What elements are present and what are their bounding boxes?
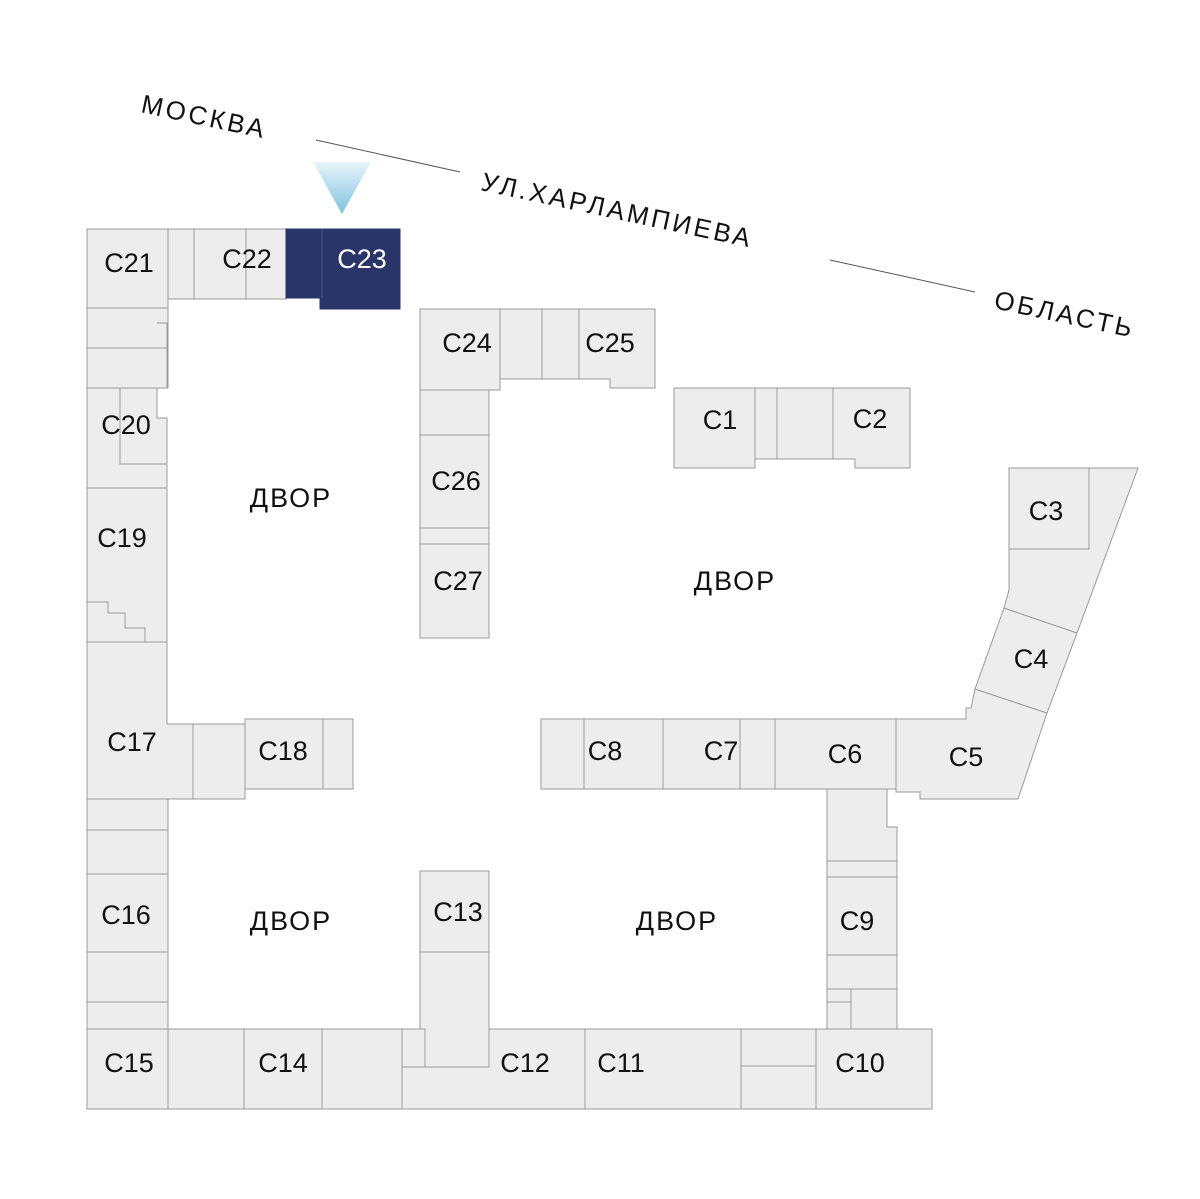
section-c16[interactable]: С16 bbox=[86, 798, 169, 1030]
section-c4[interactable]: С4 bbox=[974, 607, 1078, 714]
section-c25[interactable]: С25 bbox=[541, 308, 656, 389]
section-c18[interactable]: С18 bbox=[244, 718, 354, 790]
section-label-c21: С21 bbox=[104, 248, 154, 278]
section-c26[interactable]: С26 bbox=[419, 389, 490, 529]
section-label-c17: С17 bbox=[107, 727, 157, 757]
yard-label-top-left: ДВОР bbox=[250, 483, 332, 513]
street-label-kharlampieva: УЛ.ХАРЛАМПИЕВА bbox=[479, 167, 756, 254]
section-c15[interactable]: С15 bbox=[86, 1028, 169, 1110]
section-c22[interactable]: С22 bbox=[167, 228, 287, 300]
section-c24[interactable]: С24 bbox=[419, 308, 543, 391]
section-label-c3: С3 bbox=[1029, 496, 1064, 526]
section-label-c18: С18 bbox=[258, 736, 308, 766]
section-label-c16: С16 bbox=[101, 900, 151, 930]
section-c21[interactable]: С21 bbox=[86, 228, 169, 309]
section-c20[interactable]: С20 bbox=[86, 307, 169, 489]
section-label-c27: С27 bbox=[433, 566, 483, 596]
section-c12[interactable]: С12 bbox=[401, 1028, 586, 1110]
yard-label-bottom-left: ДВОР bbox=[250, 906, 332, 936]
section-label-c9: С9 bbox=[840, 906, 875, 936]
section-c8[interactable]: С8 bbox=[540, 718, 664, 790]
road-line-segment-1 bbox=[315, 139, 461, 173]
section-c23[interactable]: С23 bbox=[285, 228, 401, 310]
section-label-c19: С19 bbox=[97, 523, 147, 553]
street-label-moscow: МОСКВА bbox=[139, 89, 270, 145]
section-label-c4: С4 bbox=[1014, 644, 1049, 674]
section-c9[interactable]: С9 bbox=[826, 788, 898, 1030]
location-marker-icon bbox=[313, 162, 371, 214]
street-label-oblast: ОБЛАСТЬ bbox=[992, 285, 1138, 344]
section-c11[interactable]: С11 bbox=[584, 1028, 817, 1110]
section-c2[interactable]: С2 bbox=[776, 387, 911, 469]
section-label-c10: С10 bbox=[835, 1048, 885, 1078]
section-c19[interactable]: С19 bbox=[86, 487, 168, 643]
section-c3[interactable]: С3 bbox=[1003, 467, 1139, 634]
section-label-c24: С24 bbox=[442, 328, 492, 358]
section-label-c11: С11 bbox=[597, 1048, 645, 1078]
section-c5[interactable]: С5 bbox=[895, 688, 1048, 800]
section-label-c13: С13 bbox=[433, 897, 483, 927]
section-label-c25: С25 bbox=[585, 328, 635, 358]
yard-label-bottom-center: ДВОР bbox=[636, 906, 718, 936]
section-label-c26: С26 bbox=[431, 466, 481, 496]
section-c14[interactable]: С14 bbox=[167, 1028, 403, 1110]
street-label-group: МОСКВА УЛ.ХАРЛАМПИЕВА ОБЛАСТЬ bbox=[139, 89, 1138, 344]
section-label-c2: С2 bbox=[853, 404, 888, 434]
road-line-segment-2 bbox=[829, 259, 976, 293]
section-label-c23: С23 bbox=[337, 244, 387, 274]
section-label-c7: С7 bbox=[704, 736, 739, 766]
section-label-c20: С20 bbox=[101, 410, 151, 440]
section-c1[interactable]: С1 bbox=[673, 387, 778, 469]
section-label-c15: С15 bbox=[104, 1048, 154, 1078]
section-c10[interactable]: С10 bbox=[815, 1028, 933, 1110]
section-c27[interactable]: С27 bbox=[419, 527, 490, 639]
section-label-c8: С8 bbox=[588, 736, 623, 766]
section-label-c1: С1 bbox=[703, 405, 738, 435]
section-c7[interactable]: С7 bbox=[662, 718, 776, 790]
section-c6[interactable]: С6 bbox=[774, 718, 897, 790]
section-label-c14: С14 bbox=[258, 1048, 308, 1078]
section-label-c22: С22 bbox=[222, 244, 272, 274]
section-label-c5: С5 bbox=[949, 742, 984, 772]
section-label-c12: С12 bbox=[500, 1048, 550, 1078]
section-c17[interactable]: С17 bbox=[86, 641, 246, 800]
yard-label-center: ДВОР bbox=[694, 566, 776, 596]
section-label-c6: С6 bbox=[828, 739, 863, 769]
section-c13[interactable]: С13 bbox=[419, 870, 490, 1068]
